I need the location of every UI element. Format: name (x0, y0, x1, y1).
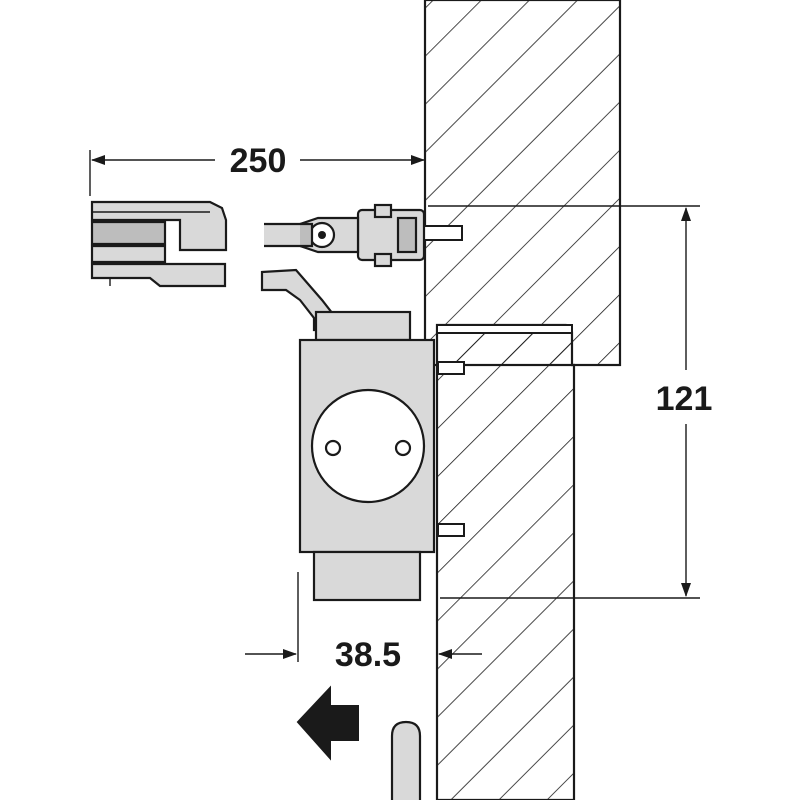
closer-body (298, 310, 436, 602)
arrow-left-icon (296, 685, 359, 761)
door-frame (423, 0, 622, 367)
hinge-pin (390, 720, 422, 800)
dimension-38-5-label: 38.5 (335, 636, 401, 674)
dimension-121: 121 (428, 205, 713, 599)
upper-arm (264, 216, 360, 254)
dimension-250-label: 250 (230, 142, 287, 180)
dimension-38-5: 38.5 (245, 572, 482, 674)
arm-end-left (90, 200, 228, 288)
arm-bracket (356, 203, 463, 268)
dimension-121-label: 121 (656, 380, 713, 418)
dimension-250: 250 (89, 142, 425, 196)
door-leaf (435, 323, 576, 800)
mounting-pins (437, 361, 465, 537)
